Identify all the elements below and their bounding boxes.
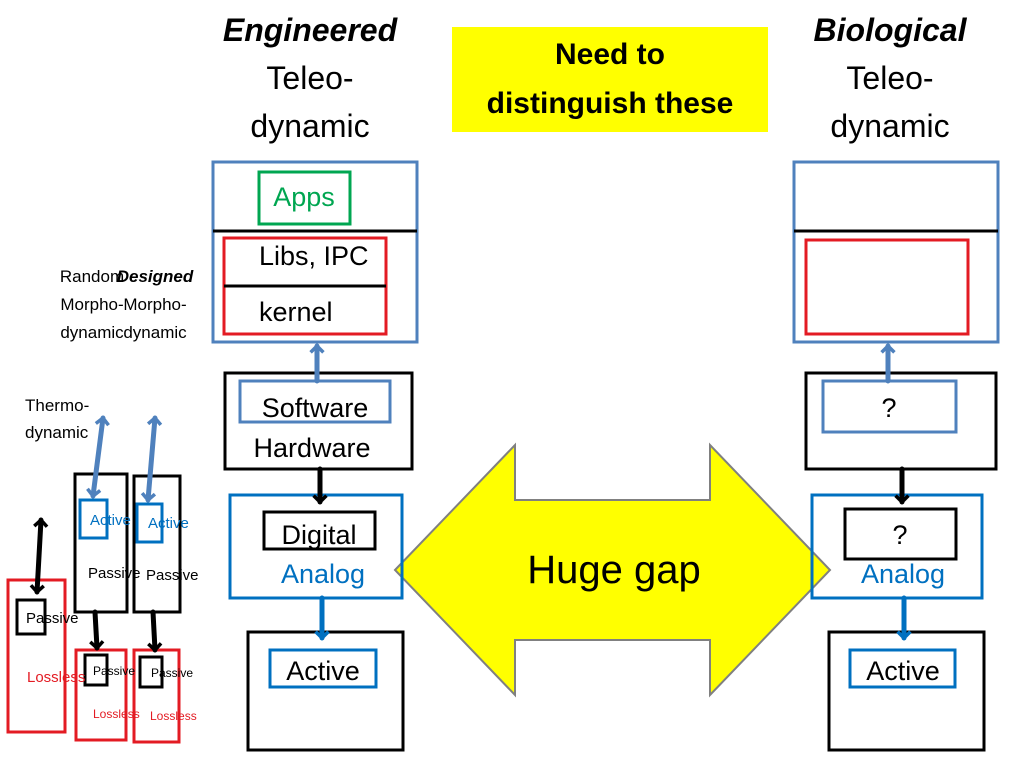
callout-box	[452, 27, 768, 132]
digital-label: Digital	[281, 520, 357, 550]
engineered-active-box	[268, 648, 378, 689]
active-a-box	[78, 498, 109, 540]
column-a-double-arrow	[86, 415, 110, 499]
designed-line3: dynamic	[123, 323, 187, 342]
biological-stack-box	[792, 160, 1000, 344]
biological-unknown-digital-box	[843, 507, 958, 561]
kernel-label: kernel	[259, 297, 333, 327]
biological-heading: Biological	[813, 12, 967, 48]
thermo-line2: dynamic	[25, 423, 89, 442]
designed-line2: Morpho-	[123, 295, 187, 314]
column-a-down-arrow	[89, 609, 105, 651]
libs-ipc-label: Libs, IPC	[259, 241, 369, 271]
apps-box	[257, 170, 352, 226]
random-line2: Morpho-	[60, 295, 124, 314]
engineered-teleo-line: Teleo-	[266, 60, 354, 96]
passive-small-a-box	[83, 653, 109, 687]
passive-b-label: Passive	[146, 567, 199, 584]
passive-big-label: Passive	[26, 610, 79, 627]
thermo-line1: Thermo-	[25, 396, 90, 415]
engineered-analog-label: Analog	[280, 559, 366, 589]
column-b-down-arrow	[147, 609, 163, 653]
biological-teleo-line: Teleo-	[846, 60, 934, 96]
huge-gap-arrow	[393, 442, 832, 698]
active-a-label: Active	[90, 512, 131, 529]
column-b-black-box	[132, 474, 182, 614]
biological-analog-label: Analog	[860, 559, 946, 589]
biological-dynamic-line: dynamic	[830, 108, 950, 144]
thermo-double-arrow	[29, 517, 49, 595]
passive-big-box	[15, 598, 47, 636]
biological-active-label: Active	[866, 656, 940, 686]
passive-small-b-label: Passive	[151, 666, 194, 680]
active-b-box	[135, 502, 164, 544]
biological-unknown-digital-label: ?	[892, 520, 908, 550]
biological-red-box	[804, 238, 970, 336]
designed-line1: Designed	[116, 267, 194, 286]
software-label: Software	[261, 393, 369, 423]
engineered-heading: Engineered	[222, 12, 398, 48]
biological-software-hardware-box	[804, 371, 998, 471]
lossless-big-label: Lossless	[27, 669, 86, 686]
huge-gap-label: Huge gap	[527, 548, 701, 592]
biological-active-box	[848, 648, 957, 689]
biological-unknown-software-label: ?	[881, 393, 897, 423]
engineered-software-stack-box	[211, 160, 419, 344]
hardware-label: Hardware	[253, 433, 371, 463]
random-line3: dynamic	[60, 323, 124, 342]
column-b-double-arrow	[140, 415, 163, 503]
passive-a-label: Passive	[88, 565, 141, 582]
passive-small-a-label: Passive	[93, 664, 136, 678]
random-line1: Random	[59, 267, 125, 286]
active-b-label: Active	[148, 515, 189, 532]
callout-line1: Need to	[554, 38, 666, 71]
digital-box	[262, 510, 377, 551]
passive-small-b-box	[138, 655, 164, 689]
apps-label: Apps	[273, 182, 335, 212]
engineered-active-label: Active	[286, 656, 360, 686]
column-a-black-box	[73, 472, 129, 614]
lossless-b-label: Lossless	[150, 709, 197, 723]
engineered-dynamic-line: dynamic	[250, 108, 370, 144]
lossless-a-label: Lossless	[93, 707, 140, 721]
callout-line2: distinguish these	[486, 87, 734, 120]
